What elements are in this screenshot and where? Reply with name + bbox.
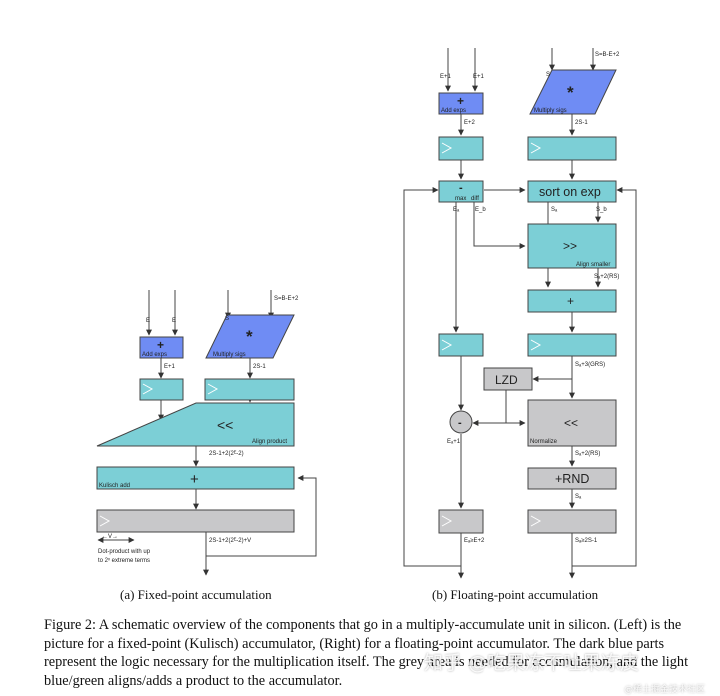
- label-in-e2: E: [172, 318, 176, 324]
- add-symbol: +: [567, 294, 574, 308]
- align-smaller-label: Align smaller: [576, 262, 610, 268]
- fp-width-e2: E+2: [464, 120, 476, 126]
- fp-add-exps-symbol: +: [457, 94, 464, 108]
- width-sa2rs2: Sₐ+2(RS): [575, 451, 600, 457]
- exp-register-2: [438, 333, 484, 357]
- fp-mult-symbol: *: [567, 83, 574, 102]
- rnd-label: +RND: [555, 472, 589, 486]
- fp-in-s: S: [546, 72, 550, 78]
- width-e1: E+1: [164, 364, 176, 370]
- round-block: [527, 467, 617, 490]
- normalize-label: Normalize: [530, 439, 558, 445]
- align-smaller-block: [527, 223, 617, 269]
- exp-accumulator-register: [438, 509, 484, 534]
- label-in-e1: E: [146, 318, 150, 324]
- width-sa2s1: Sₐ≥2S-1: [575, 538, 598, 544]
- add-block: [527, 289, 617, 313]
- ea1-label: Eₐ+1: [447, 439, 461, 445]
- width-eae2: Eₐ≥E+2: [464, 538, 485, 544]
- note-line2: to 2ᵛ extreme terms: [98, 558, 150, 564]
- sig-accumulator-register: [527, 509, 617, 534]
- width-sa: Sₐ: [575, 494, 582, 500]
- watermark-main: 知乎 @吃果冻不吐果冻皮: [424, 652, 640, 674]
- norm-symbol: <<: [564, 416, 578, 430]
- fp-width-2s1: 2S-1: [575, 120, 588, 126]
- figure-caption: Figure 2: A schematic overview of the co…: [44, 617, 689, 689]
- fp-in-e1: E+1: [440, 74, 452, 80]
- product-register-fp: [527, 136, 617, 161]
- exp-subtract-node: [449, 410, 473, 434]
- sort-on-exp-block: [527, 180, 617, 203]
- add-exps-block-fp: [438, 92, 484, 115]
- exp-register-fp: [438, 136, 484, 161]
- accumulator-register: [96, 509, 295, 533]
- eb-label: E_b: [475, 207, 486, 213]
- sa-label: Sₐ: [551, 207, 558, 213]
- shr-symbol: >>: [563, 239, 577, 253]
- subcaption-right: (b) Floating-point accumulation: [432, 587, 599, 602]
- align-product-block: [96, 402, 295, 447]
- minus-symbol: -: [458, 417, 462, 429]
- label-in-sbe: S=B-E+2: [274, 296, 299, 302]
- add-exps-label: Add exps: [142, 352, 167, 358]
- sum-register: [527, 333, 617, 357]
- diff-symbol: -: [459, 182, 463, 194]
- sort-label: sort on exp: [539, 185, 601, 199]
- diff-label: diff: [471, 196, 479, 202]
- width-sa3grs: Sₐ+3(GRS): [575, 362, 605, 368]
- label-in-s: S: [225, 316, 229, 322]
- exp-diff-block: [438, 180, 484, 203]
- fp-in-e2: E+1: [473, 74, 485, 80]
- watermark-small: @稀土掘金技术社区: [624, 685, 706, 695]
- width-out: 2S-1+2(2ᴱ-2)+V: [209, 537, 251, 544]
- kulisch-symbol: +: [190, 471, 199, 488]
- align-product-label: Align product: [252, 439, 287, 445]
- add-exps-symbol: +: [157, 338, 164, 352]
- v-arrow-label: ←V→: [102, 534, 118, 540]
- add-exps-block: [139, 336, 184, 359]
- shift-symbol: <<: [217, 417, 233, 433]
- product-register: [204, 378, 295, 401]
- subcaption-left: (a) Fixed-point accumulation: [120, 587, 272, 602]
- width-2s1: 2S-1: [253, 364, 266, 370]
- fp-mult-label: Multiply sigs: [534, 108, 567, 114]
- lzd-block: [483, 367, 533, 391]
- kulisch-label: Kulisch add: [99, 483, 130, 489]
- ea-label: Eₐ: [453, 207, 460, 213]
- multiply-sigs-block: [205, 314, 295, 359]
- multiply-sigs-block-fp: [529, 69, 617, 115]
- width-sa2rs: Sₐ+2(RS): [594, 274, 619, 280]
- lzd-label: LZD: [495, 373, 518, 387]
- exp-register: [139, 378, 184, 401]
- note-line1: Dot-product with up: [98, 549, 151, 555]
- width-sum: 2S-1+2(2ᴱ-2): [209, 450, 244, 457]
- normalize-block: [527, 399, 617, 447]
- fp-add-exps-label: Add exps: [441, 108, 466, 114]
- fp-in-sbe: S=B-E+2: [595, 52, 620, 58]
- mult-label: Multiply sigs: [213, 352, 246, 358]
- kulisch-add-block: [96, 466, 295, 490]
- sb-label: S_b: [596, 207, 607, 213]
- mult-symbol: *: [246, 327, 253, 346]
- max-label: max: [455, 196, 466, 202]
